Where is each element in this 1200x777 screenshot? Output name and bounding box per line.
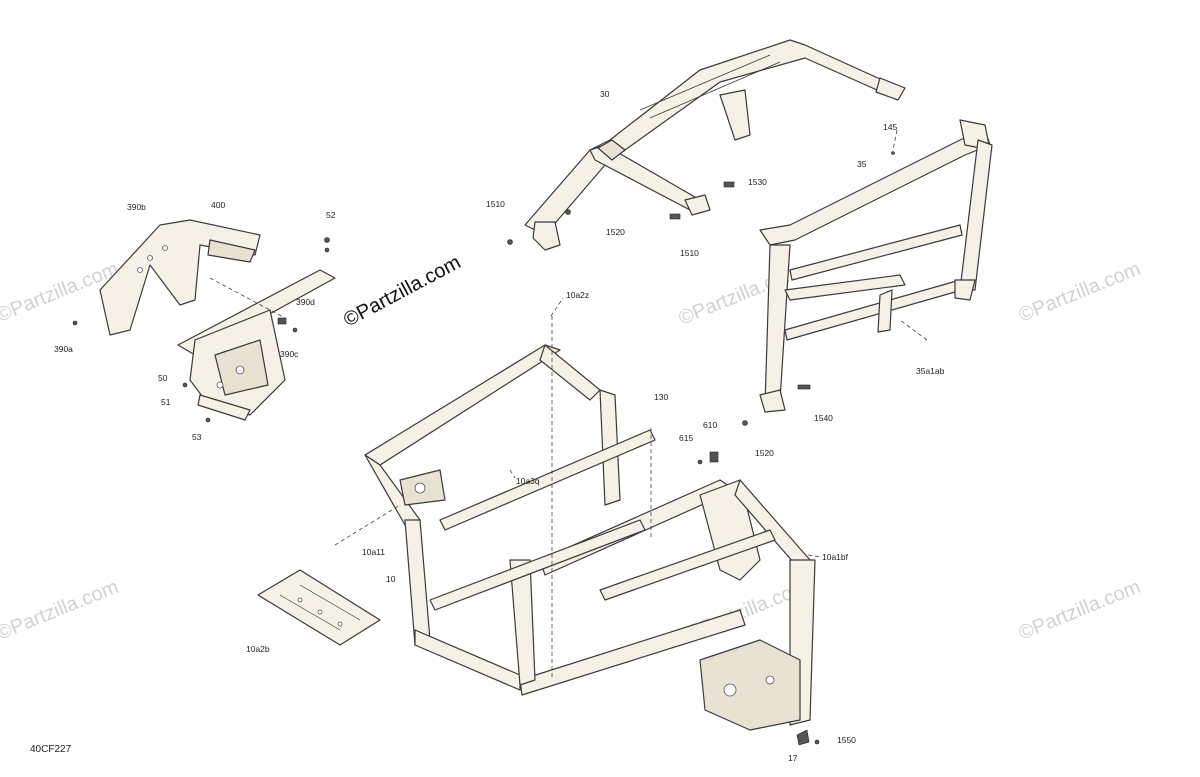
callout-1530: 1530	[748, 177, 767, 187]
callout-390d: 390d	[296, 297, 315, 307]
callout-615: 615	[679, 433, 693, 443]
callout-610: 610	[703, 420, 717, 430]
callout-labels: 10 10a11 10a1bf 10a2b 10a2z 10a3q 17 30 …	[54, 89, 945, 763]
callout-390c: 390c	[280, 349, 299, 359]
callout-51: 51	[161, 397, 171, 407]
rear-bracket-assembly	[177, 269, 336, 421]
skid-plate	[257, 569, 381, 646]
drawing-code: 40CF227	[30, 744, 72, 755]
callout-30: 30	[600, 89, 610, 99]
callout-50: 50	[158, 373, 168, 383]
watermark-right-bottom: ©Partzilla.com	[1016, 576, 1144, 645]
callout-10a2z: 10a2z	[566, 290, 589, 300]
hardware	[72, 151, 895, 746]
rear-roll-cage	[524, 39, 906, 251]
callout-390b: 390b	[127, 202, 146, 212]
main-frame	[364, 344, 816, 731]
callout-10a1bf: 10a1bf	[822, 552, 849, 562]
callout-35a1ab: 35a1ab	[916, 366, 945, 376]
callout-400: 400	[211, 200, 225, 210]
rear-bumper	[99, 219, 261, 336]
callout-1510-right: 1510	[680, 248, 699, 258]
leader-lines	[209, 129, 928, 680]
callout-10a3q: 10a3q	[516, 476, 540, 486]
callout-145: 145	[883, 122, 897, 132]
callout-1540: 1540	[814, 413, 833, 423]
front-roll-cage	[759, 119, 993, 413]
callout-10: 10	[386, 574, 396, 584]
callout-17: 17	[788, 753, 798, 763]
watermark-right-top: ©Partzilla.com	[1016, 258, 1144, 327]
callout-52: 52	[326, 210, 336, 220]
callout-390a: 390a	[54, 344, 73, 354]
watermark-left-bottom: ©Partzilla.com	[0, 576, 122, 645]
callout-1520-top: 1520	[606, 227, 625, 237]
callout-35: 35	[857, 159, 867, 169]
watermarks: ©Partzilla.com ©Partzilla.com ©Partzilla…	[0, 258, 1144, 645]
callout-10a2b: 10a2b	[246, 644, 270, 654]
partzilla-watermark: ©Partzilla.com	[340, 251, 464, 331]
callout-1550: 1550	[837, 735, 856, 745]
callout-1520-bottom: 1520	[755, 448, 774, 458]
callout-53: 53	[192, 432, 202, 442]
callout-1510-left: 1510	[486, 199, 505, 209]
callout-10a11: 10a11	[362, 547, 385, 557]
callout-130: 130	[654, 392, 668, 402]
